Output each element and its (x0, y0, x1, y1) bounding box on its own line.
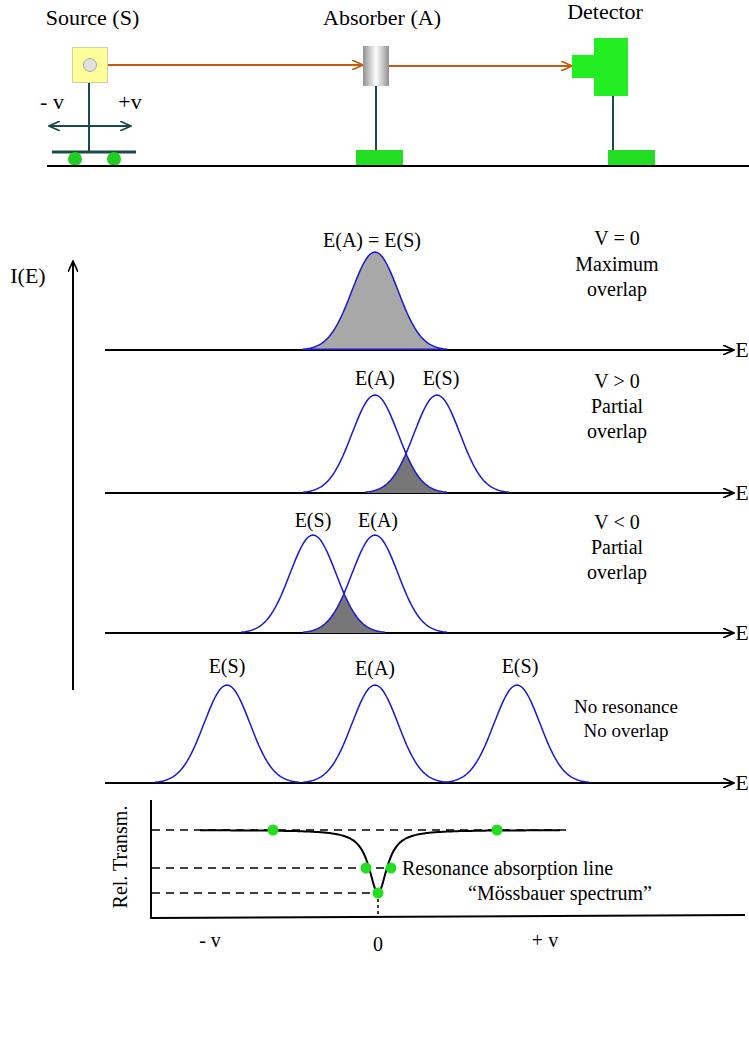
energy-label: E(S) (295, 509, 332, 531)
condition-label: overlap (587, 561, 647, 583)
spectrum-label: “Mössbauer spectrum” (468, 882, 652, 904)
gaussian-line (303, 395, 447, 492)
gaussian-lines (155, 252, 589, 782)
spectrum-axes (150, 800, 745, 918)
source-shape (72, 47, 108, 83)
gaussian-line (303, 685, 447, 782)
gaussian-line (445, 685, 589, 782)
condition-label: No resonance (574, 697, 678, 718)
velocity-label: - v (40, 90, 64, 114)
axis-label: I(E) (10, 264, 45, 288)
node-heading: Source (S) (30, 6, 155, 30)
condition-label: overlap (587, 420, 647, 442)
detector-stand (612, 96, 614, 150)
condition-label: overlap (587, 278, 647, 300)
energy-label: E(A) (358, 509, 398, 531)
gamma-ray-arrow (108, 64, 362, 66)
velocity-label: +v (118, 90, 141, 114)
gaussian-line (365, 395, 509, 492)
gaussian-line (303, 596, 385, 633)
axis-label: Rel. Transm. (109, 806, 131, 909)
energy-label: E(A) = E(S) (323, 229, 421, 251)
condition-label: No overlap (584, 721, 669, 742)
axis-tick-label: + v (532, 929, 558, 951)
condition-label: V > 0 (594, 370, 639, 392)
energy-label: E(S) (209, 655, 246, 677)
energy-label: E(A) (355, 657, 395, 679)
condition-label: V < 0 (594, 511, 639, 533)
energy-label: E(A) (355, 367, 395, 389)
source-node: Source (S) (30, 6, 155, 86)
energy-axis (105, 782, 733, 784)
absorber-stand (375, 86, 377, 150)
condition-label: Maximum (575, 253, 658, 275)
absorber-shape (363, 46, 389, 86)
wheel (68, 152, 82, 166)
source-dot (83, 58, 97, 72)
absorber-node: Absorber (A) (320, 6, 444, 88)
node-heading: Detector (550, 0, 660, 24)
wheel (107, 152, 121, 166)
condition-label: Partial (591, 395, 643, 417)
gaussian-line (155, 685, 299, 782)
condition-label: V = 0 (594, 227, 639, 249)
gaussian-line (241, 535, 385, 632)
axis-tick-label: 0 (373, 933, 383, 955)
detector-base (608, 150, 655, 165)
absorber-base (356, 150, 403, 165)
detector-shape (572, 38, 628, 96)
condition-label: Partial (591, 536, 643, 558)
axis-label: E (735, 621, 748, 645)
energy-label: E(S) (423, 367, 460, 389)
gaussian-line (303, 252, 447, 349)
spectrum-label: Resonance absorption line (402, 857, 613, 879)
detector-node: Detector (550, 0, 660, 98)
node-heading: Absorber (A) (320, 6, 444, 30)
axis-label: E (735, 771, 748, 795)
gamma-ray-arrow (389, 65, 571, 67)
axis-label: E (735, 481, 748, 505)
ground-line (47, 165, 749, 167)
gaussian-line (303, 535, 447, 632)
gaussian-line (365, 456, 447, 493)
energy-label: E(S) (502, 655, 539, 677)
axis-label: E (735, 338, 748, 362)
axis-tick-label: - v (199, 929, 221, 951)
intensity-axis (72, 262, 74, 690)
energy-axis (105, 632, 733, 634)
